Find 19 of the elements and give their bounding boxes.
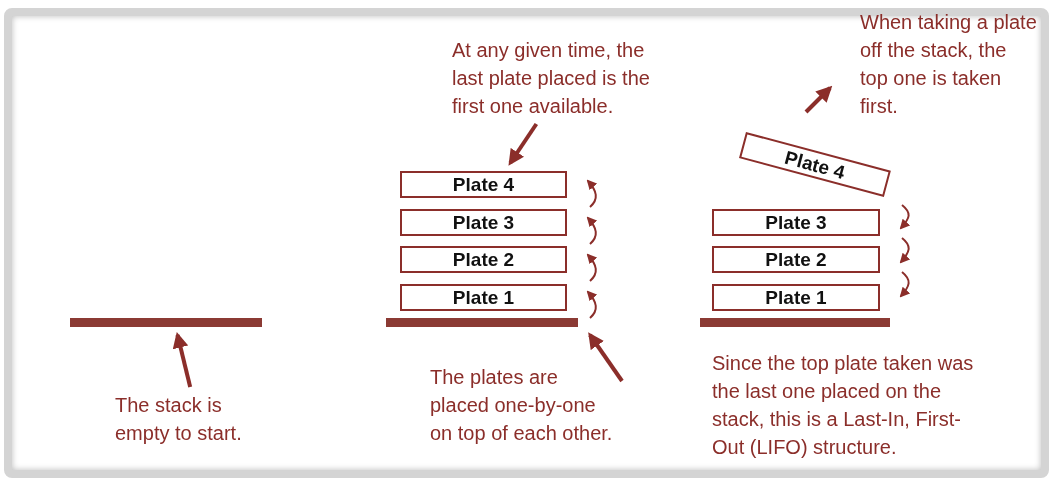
- stack-base: [700, 318, 890, 327]
- note-text: The plates are placed one-by-one on top of each other.: [430, 363, 620, 447]
- note-text: When taking a plate off the stack, the top one is taken first.: [860, 10, 1038, 119]
- stack-base: [386, 318, 578, 327]
- plate-box: Plate 3: [712, 209, 880, 236]
- arrow: [508, 122, 539, 166]
- plate-box: Plate 1: [712, 284, 880, 311]
- note-text: Since the top plate taken was the last one placed on the stack, this is a Last-In, First-Out (LIFO) structure.: [712, 351, 975, 460]
- note-text: At any given time, the last plate placed is the first one available.: [452, 36, 674, 120]
- plate-box: Plate 2: [712, 246, 880, 273]
- plate-box: Plate 4: [739, 132, 891, 197]
- plate-box: Plate 1: [400, 284, 567, 311]
- plate-box: Plate 3: [400, 209, 567, 236]
- plate-box: Plate 4: [400, 171, 567, 198]
- arrow: [172, 331, 193, 388]
- stack-base: [70, 318, 262, 327]
- note-text: The stack is empty to start.: [115, 391, 275, 447]
- plate-box: Plate 2: [400, 246, 567, 273]
- arrow: [588, 332, 624, 383]
